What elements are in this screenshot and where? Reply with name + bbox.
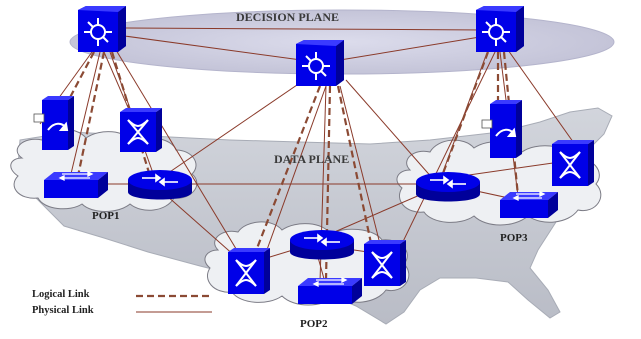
legend-logical-link-label: Logical Link [32, 289, 90, 300]
pop3-server[interactable] [481, 100, 522, 158]
pop1-cross-connect[interactable] [120, 108, 162, 152]
router-icon [430, 175, 466, 189]
pop1-label: POP1 [92, 210, 120, 222]
decision-router-icon [302, 52, 330, 80]
decision-router-icon [84, 18, 112, 46]
cross-connect-icon [559, 151, 581, 179]
pop3-cross-connect[interactable] [552, 140, 594, 186]
pop1-router[interactable] [128, 170, 192, 200]
pop2-switch[interactable] [298, 276, 362, 304]
pop3-switch[interactable] [500, 190, 558, 218]
pop3-router[interactable] [416, 172, 480, 202]
router-icon [304, 233, 340, 247]
pop2-cross-connect-left[interactable] [228, 248, 270, 294]
data-plane-label: DATA PLANE [274, 152, 350, 166]
router-icon [142, 173, 178, 187]
decision-element-middle[interactable] [296, 40, 344, 86]
cross-connect-icon [235, 259, 257, 287]
decision-element-right[interactable] [476, 6, 524, 52]
cross-connect-icon [127, 119, 149, 145]
decision-router-icon [482, 18, 510, 46]
physical-links [39, 27, 577, 287]
decision-element-left[interactable] [78, 6, 126, 52]
server-icon [495, 127, 517, 137]
server-icon [47, 121, 69, 131]
pop1-switch[interactable] [44, 170, 108, 198]
switch-icon [312, 276, 348, 288]
pop2-router[interactable] [290, 230, 354, 260]
cross-connect-icon [371, 251, 393, 279]
pop2-label: POP2 [300, 318, 328, 330]
switch-icon [512, 190, 546, 202]
legend-physical-link-label: Physical Link [32, 305, 94, 316]
switch-icon [58, 170, 94, 182]
pop2-cross-connect-right[interactable] [364, 240, 406, 286]
pop1-server[interactable] [33, 96, 74, 150]
pop3-label: POP3 [500, 232, 528, 244]
decision-plane-label: DECISION PLANE [236, 10, 340, 24]
